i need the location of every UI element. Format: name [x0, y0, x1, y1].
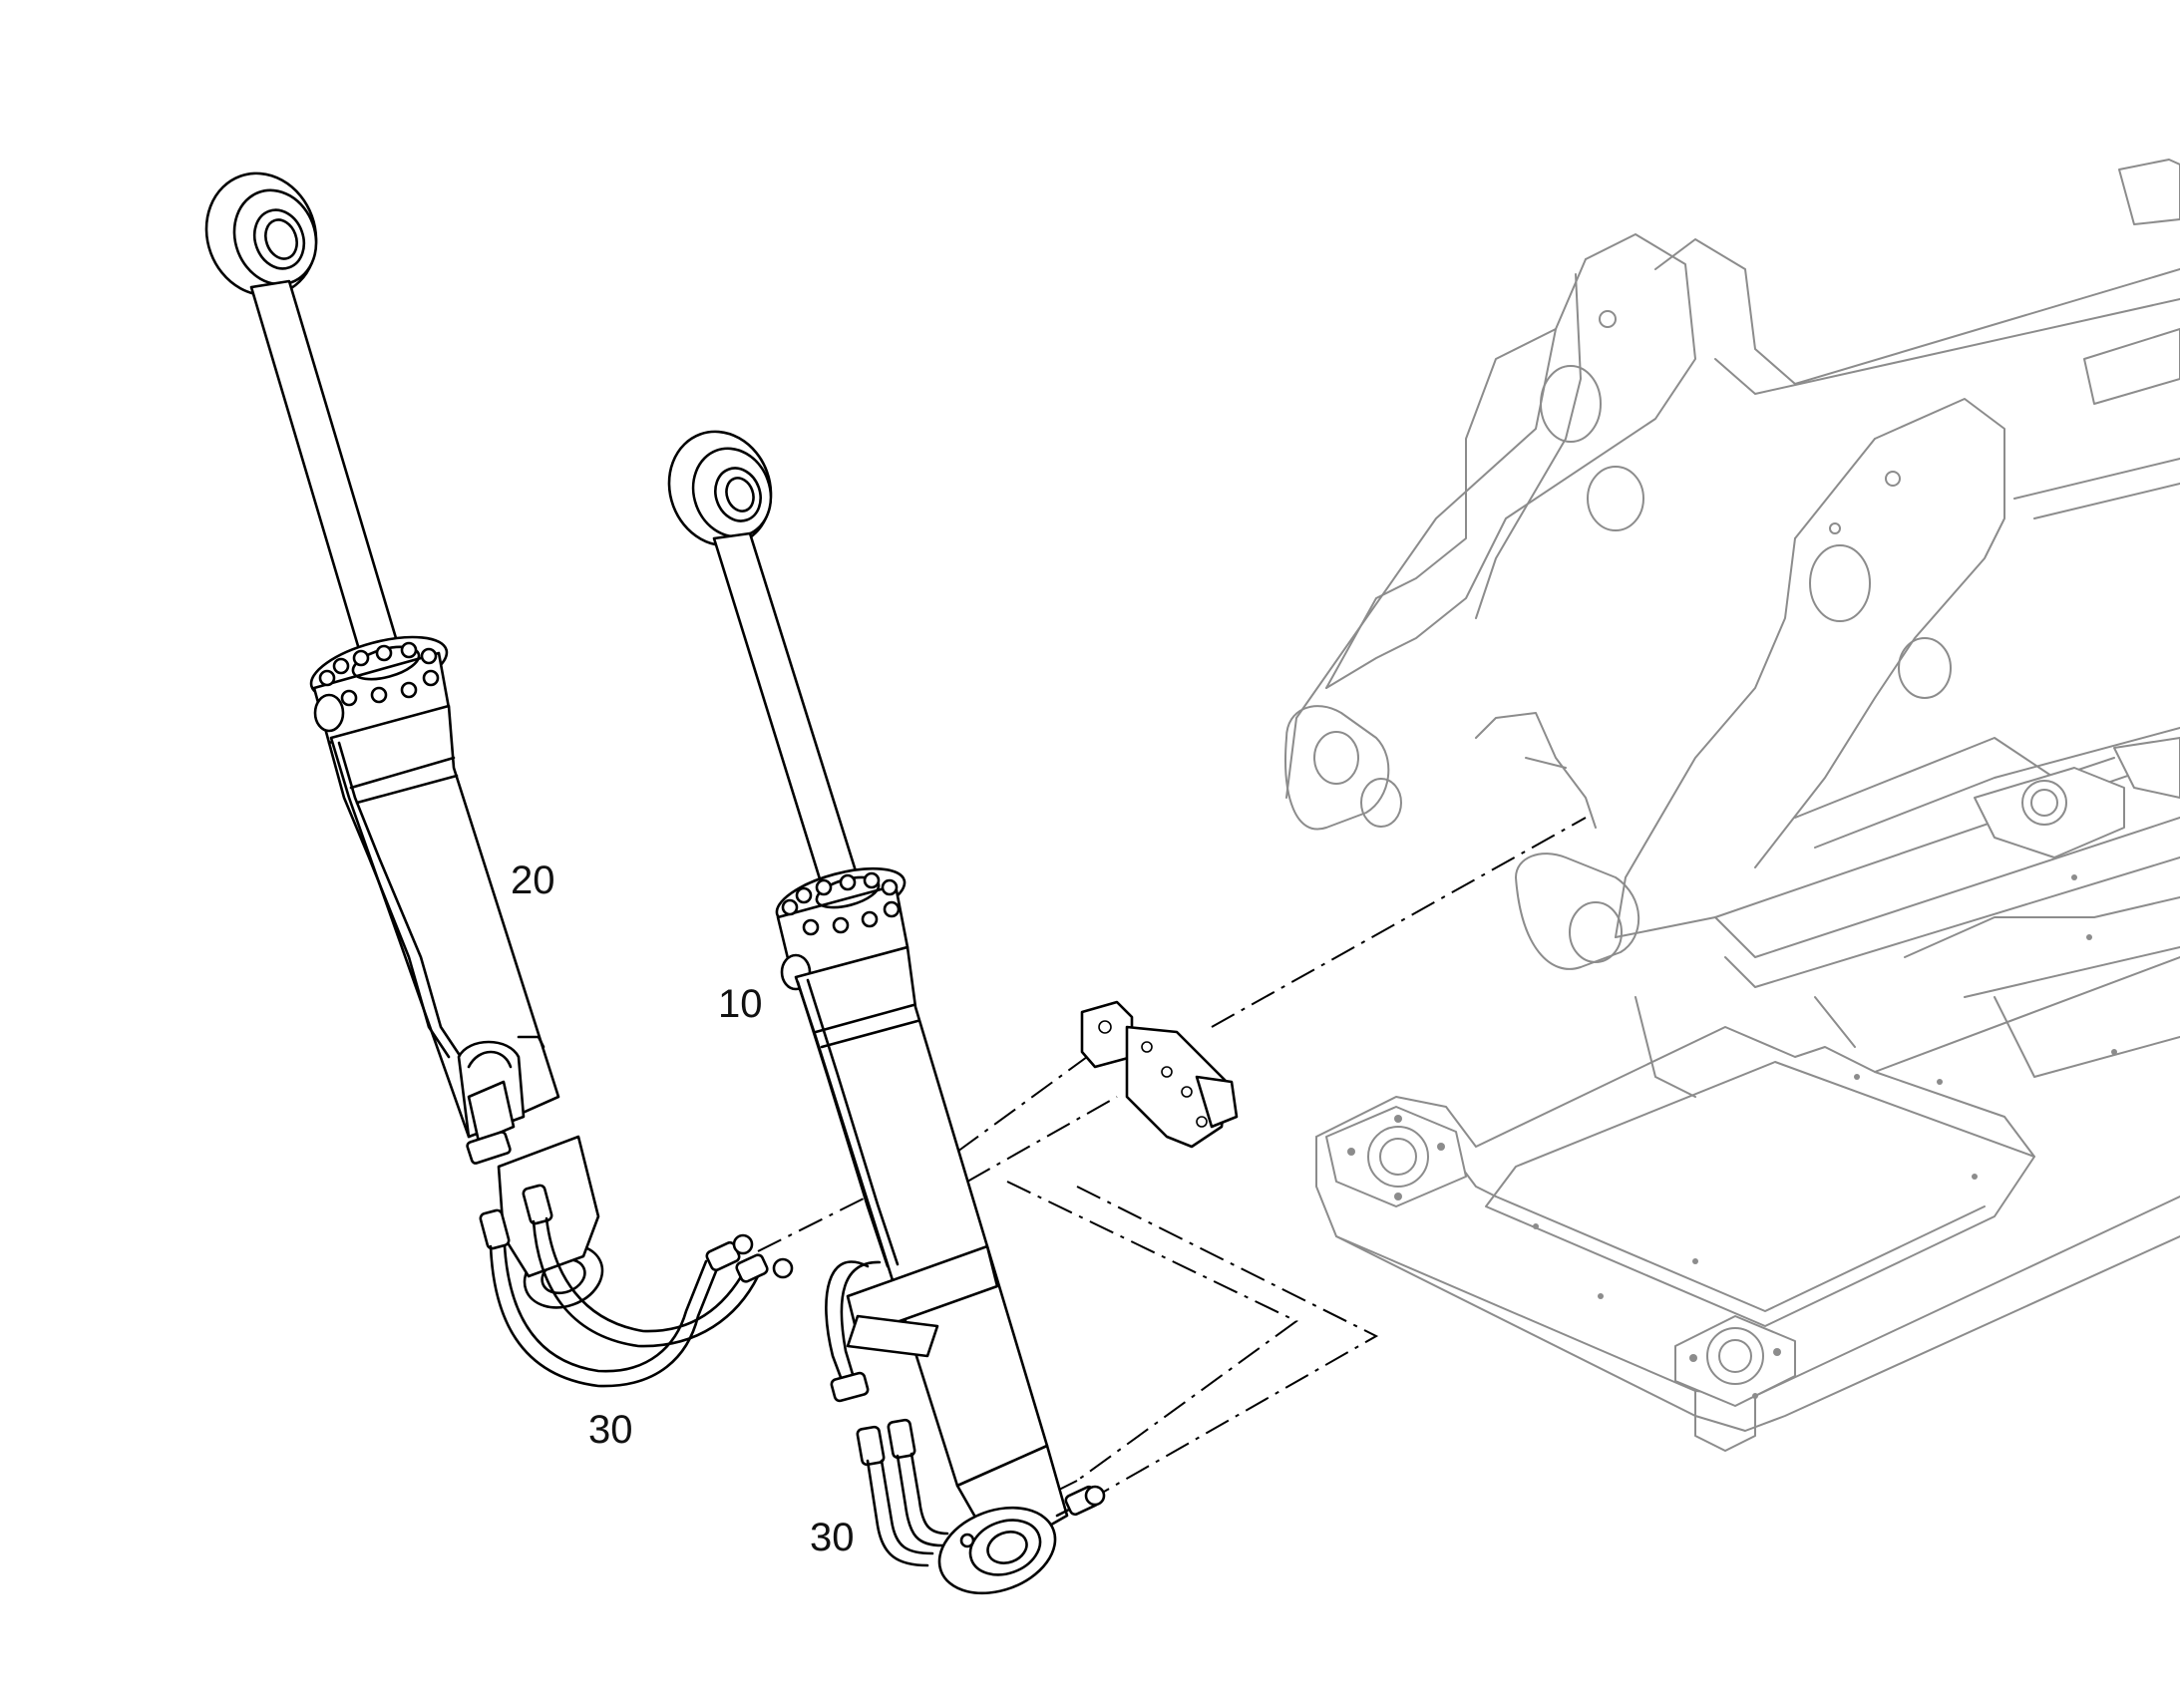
valve-block	[1080, 1000, 1239, 1149]
connection-lines	[757, 817, 1587, 1497]
hydraulic-cylinder-10	[667, 430, 1106, 1595]
hydraulic-cylinder-20	[204, 171, 794, 1388]
machine-frame	[1284, 159, 2180, 1452]
callout-30-left: 30	[588, 1408, 633, 1452]
callout-10: 10	[718, 982, 763, 1026]
callout-20: 20	[511, 858, 555, 902]
callout-30-right: 30	[810, 1516, 855, 1559]
